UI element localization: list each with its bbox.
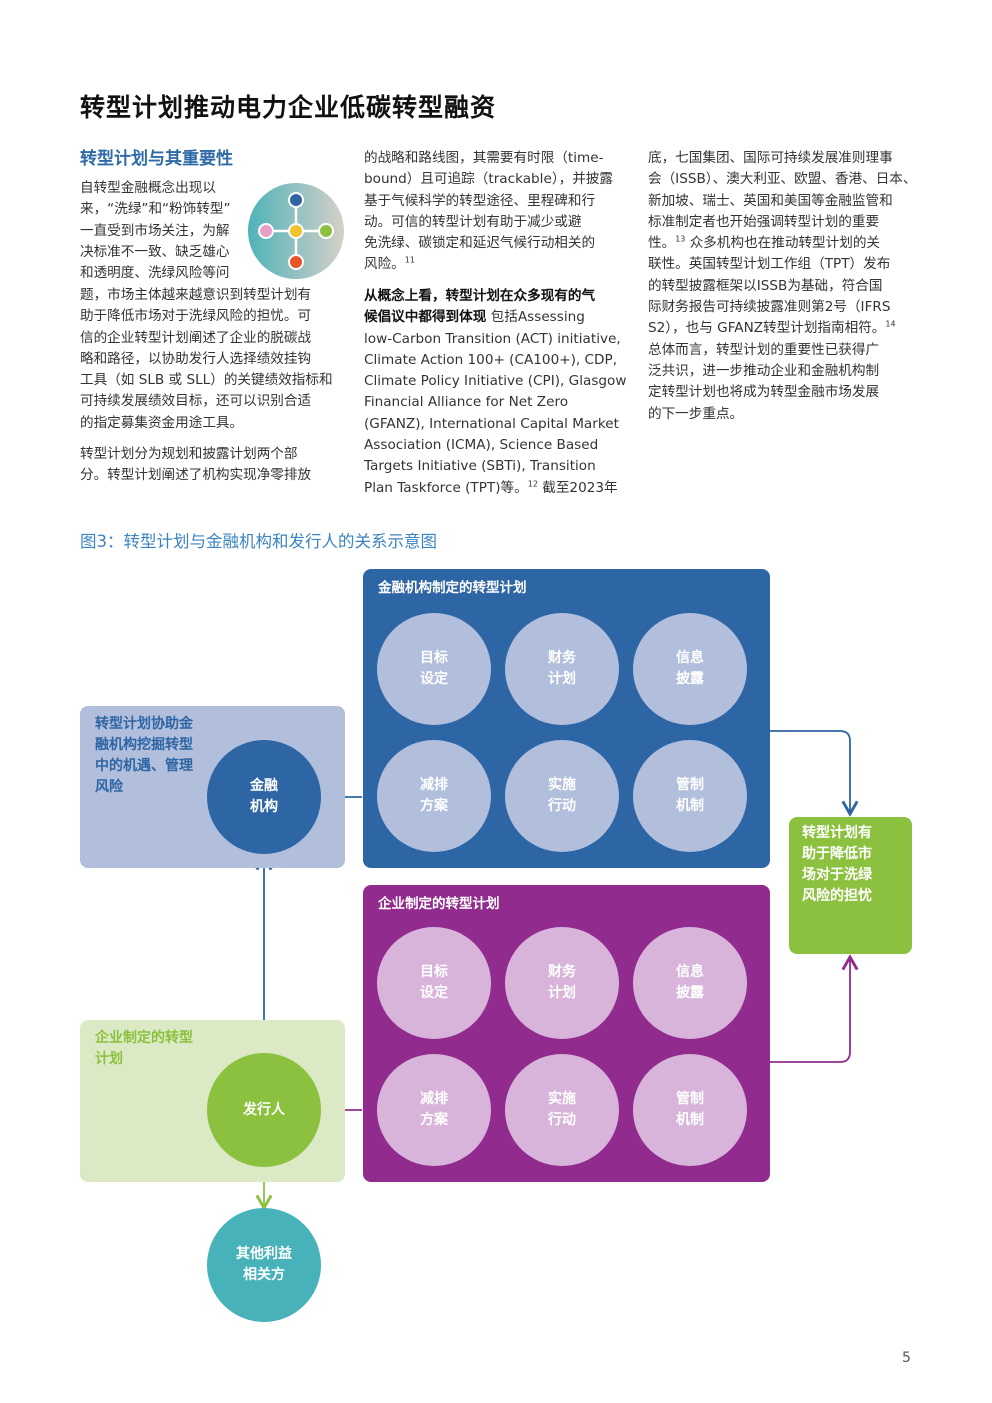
- corp-item-governance: 管制机制: [633, 1054, 747, 1166]
- corp-item-reduction: 减排方案: [377, 1054, 491, 1166]
- corp-item-action: 实施行动: [505, 1054, 619, 1166]
- fi-item-action: 实施行动: [505, 740, 619, 852]
- footnote-ref: 11: [404, 255, 415, 265]
- col2-para2: 从概念上看，转型计划在众多现有的气 候倡议中都得到体现 包括Assessing …: [364, 288, 627, 496]
- col1-para1-full: 题，市场主体越来越意识到转型计划有 助于降低市场对于洗绿风险的担忧。可 信的企业…: [80, 287, 333, 431]
- fi-item-governance: 管制机制: [633, 740, 747, 852]
- corp-plan-text: 企业制定的转型 计划: [95, 1030, 193, 1067]
- fi-support-text: 转型计划协助金 融机构挖掘转型 中的机遇、管理 风险: [95, 716, 193, 795]
- page-number: 5: [902, 1350, 911, 1366]
- arrow-fi-panel-to-right-box: [770, 730, 859, 817]
- corp-item-target: 目标设定: [377, 927, 491, 1039]
- footnote-ref: 14: [885, 319, 896, 329]
- corp-item-disclosure: 信息披露: [633, 927, 747, 1039]
- fi-node: 金融机构: [207, 740, 321, 854]
- corp-item-finance: 财务计划: [505, 927, 619, 1039]
- section-subtitle: 转型计划与其重要性: [80, 149, 233, 169]
- col1-para2: 转型计划分为规划和披露计划两个部 分。转型计划阐述了机构实现净零排放: [80, 446, 312, 484]
- stakeholder-node: 其他利益相关方: [207, 1208, 321, 1322]
- corp-plan-panel-title: 企业制定的转型计划: [378, 896, 500, 912]
- col3-para: 底，七国集团、国际可持续发展准则理事 会（ISSB）、澳大利亚、欧盟、香港、日本…: [648, 150, 917, 422]
- fi-item-disclosure: 信息披露: [633, 613, 747, 725]
- fi-item-reduction: 减排方案: [377, 740, 491, 852]
- figure-caption: 图3：转型计划与金融机构和发行人的关系示意图: [80, 532, 437, 551]
- col2-para1: 的战略和路线图，其需要有时限（time- bound）且可追踪（trackabl…: [364, 150, 613, 273]
- page-title: 转型计划推动电力企业低碳转型融资: [80, 93, 497, 122]
- footnote-ref: 13: [675, 234, 686, 244]
- greenwash-risk-box: [789, 817, 912, 954]
- fi-item-target: 目标设定: [377, 613, 491, 725]
- col1-para1-wrapped: 自转型金融概念出现以 来，“洗绿”和“粉饰转型” 一直受到市场关注，为解 决标准…: [80, 180, 231, 282]
- connected-dots-icon: [246, 182, 346, 280]
- fi-plan-panel-title: 金融机构制定的转型计划: [378, 580, 527, 596]
- issuer-node: 发行人: [207, 1053, 321, 1167]
- footnote-ref: 12: [527, 479, 538, 489]
- arrow-corp-panel-to-right-box: [770, 954, 859, 1063]
- greenwash-risk-text: 转型计划有 助于降低市 场对于洗绿 风险的担忧: [802, 825, 872, 904]
- fi-item-finance: 财务计划: [505, 613, 619, 725]
